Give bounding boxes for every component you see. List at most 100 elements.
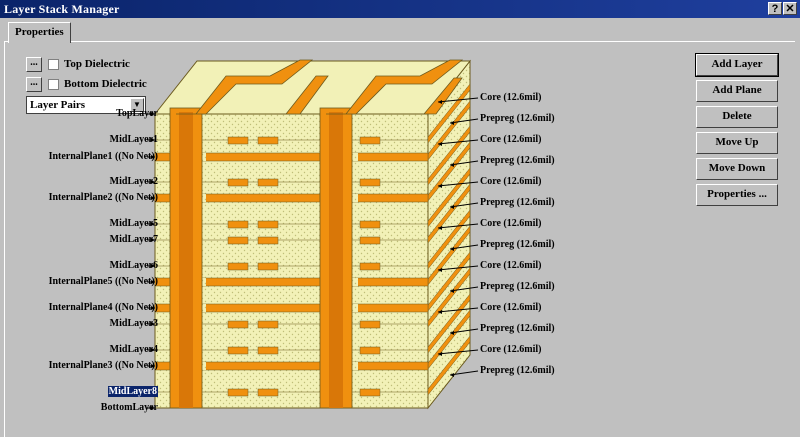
layer-label[interactable]: InternalPlane4 ((No Net)): [48, 302, 158, 313]
copper-edge-strip: [427, 125, 471, 186]
right-leader-arrow: [438, 352, 442, 356]
bottom-dielectric-ellipsis-button[interactable]: ...: [26, 77, 42, 92]
close-button[interactable]: ✕: [783, 2, 797, 15]
layer-label[interactable]: InternalPlane2 ((No Net)): [48, 192, 158, 203]
layer-label[interactable]: MidLayer3: [109, 318, 158, 329]
left-leader-arrow: [151, 280, 155, 284]
layer-label[interactable]: MidLayer1: [109, 134, 158, 145]
layer-pairs-select[interactable]: Layer Pairs ▼: [26, 96, 146, 114]
layer-label[interactable]: MidLayer5: [109, 218, 158, 229]
layer-label[interactable]: InternalPlane5 ((No Net)): [48, 276, 158, 287]
copper-edge-strip: [427, 167, 471, 228]
left-leader-arrow: [151, 306, 155, 310]
dielectric-label[interactable]: Prepreg (12.6mil): [480, 281, 555, 292]
move-down-button[interactable]: Move Down: [696, 158, 778, 180]
dielectric-label[interactable]: Core (12.6mil): [480, 218, 542, 229]
signal-trace: [359, 320, 381, 329]
delete-button[interactable]: Delete: [696, 106, 778, 128]
tab-strip: Properties: [4, 20, 796, 43]
right-leader-line: [449, 370, 479, 376]
right-leader-line: [437, 307, 479, 313]
signal-trace: [227, 262, 249, 271]
signal-trace: [227, 320, 249, 329]
chevron-down-icon[interactable]: ▼: [130, 98, 144, 112]
right-leader-arrow: [438, 184, 442, 188]
left-leader-arrow: [151, 322, 155, 326]
left-leader-arrow: [151, 112, 155, 116]
properties-button[interactable]: Properties ...: [696, 184, 778, 206]
dielectric-label[interactable]: Prepreg (12.6mil): [480, 197, 555, 208]
copper-edge-strip: [427, 335, 471, 396]
left-leader-arrow: [151, 348, 155, 352]
layer-label[interactable]: InternalPlane3 ((No Net)): [48, 360, 158, 371]
top-trace-2: [326, 59, 464, 115]
signal-trace: [359, 388, 381, 397]
right-leader-arrow: [438, 100, 442, 104]
right-leader-line: [437, 349, 479, 355]
signal-trace: [359, 236, 381, 245]
left-leader-arrow: [151, 238, 155, 242]
top-trace-3: [274, 75, 329, 115]
top-trace-4: [410, 77, 463, 115]
right-leader-arrow: [450, 121, 454, 125]
right-leader-line: [449, 160, 479, 166]
dielectric-label[interactable]: Prepreg (12.6mil): [480, 113, 555, 124]
signal-trace: [257, 320, 279, 329]
dielectric-label[interactable]: Core (12.6mil): [480, 134, 542, 145]
left-leader-arrow: [151, 222, 155, 226]
signal-trace: [257, 262, 279, 271]
signal-trace: [227, 346, 249, 355]
via-hole: [179, 112, 193, 408]
dielectric-label[interactable]: Prepreg (12.6mil): [480, 239, 555, 250]
left-leader-arrow: [151, 196, 155, 200]
help-button[interactable]: ?: [768, 2, 782, 15]
left-leader-arrow: [151, 138, 155, 142]
dielectric-label[interactable]: Prepreg (12.6mil): [480, 323, 555, 334]
top-dielectric-ellipsis-button[interactable]: ...: [26, 57, 42, 72]
right-leader-arrow: [438, 142, 442, 146]
dielectric-label[interactable]: Core (12.6mil): [480, 344, 542, 355]
bottom-dielectric-label: Bottom Dielectric: [64, 78, 147, 90]
top-dielectric-checkbox[interactable]: [48, 59, 59, 70]
bottom-dielectric-checkbox[interactable]: [48, 79, 59, 90]
left-leader-arrow: [151, 180, 155, 184]
signal-trace: [227, 388, 249, 397]
dielectric-label[interactable]: Core (12.6mil): [480, 260, 542, 271]
right-leader-line: [437, 223, 479, 229]
signal-trace: [257, 178, 279, 187]
properties-panel: [4, 41, 795, 437]
layer-label[interactable]: MidLayer2: [109, 176, 158, 187]
right-leader-arrow: [450, 205, 454, 209]
signal-trace: [257, 236, 279, 245]
dielectric-label[interactable]: Core (12.6mil): [480, 176, 542, 187]
signal-trace: [227, 178, 249, 187]
left-leader-arrow: [151, 155, 155, 159]
layer-pairs-value: Layer Pairs: [30, 99, 86, 111]
top-dielectric-label: Top Dielectric: [64, 58, 130, 70]
right-leader-arrow: [450, 163, 454, 167]
via-hole: [329, 112, 343, 408]
layer-label[interactable]: MidLayer7: [109, 234, 158, 245]
layer-label[interactable]: MidLayer6: [109, 260, 158, 271]
layer-label[interactable]: MidLayer8: [107, 386, 158, 397]
layer-label[interactable]: TopLayer: [116, 108, 158, 119]
dielectric-label[interactable]: Core (12.6mil): [480, 302, 542, 313]
layer-label[interactable]: InternalPlane1 ((No Net)): [48, 151, 158, 162]
tab-properties[interactable]: Properties: [8, 22, 71, 43]
left-leader-arrow: [151, 406, 155, 410]
signal-trace: [257, 220, 279, 229]
right-leader-line: [437, 139, 479, 145]
add-plane-button[interactable]: Add Plane: [696, 80, 778, 102]
right-leader-arrow: [450, 331, 454, 335]
layer-label[interactable]: BottomLayer: [100, 402, 158, 413]
right-leader-arrow: [438, 226, 442, 230]
add-layer-button[interactable]: Add Layer: [695, 53, 779, 77]
layer-label[interactable]: MidLayer4: [109, 344, 158, 355]
dielectric-label[interactable]: Core (12.6mil): [480, 92, 542, 103]
signal-trace: [257, 388, 279, 397]
move-up-button[interactable]: Move Up: [696, 132, 778, 154]
dielectric-label[interactable]: Prepreg (12.6mil): [480, 365, 555, 376]
dielectric-label[interactable]: Prepreg (12.6mil): [480, 155, 555, 166]
copper-edge-strip: [427, 83, 471, 144]
right-leader-line: [437, 181, 479, 187]
